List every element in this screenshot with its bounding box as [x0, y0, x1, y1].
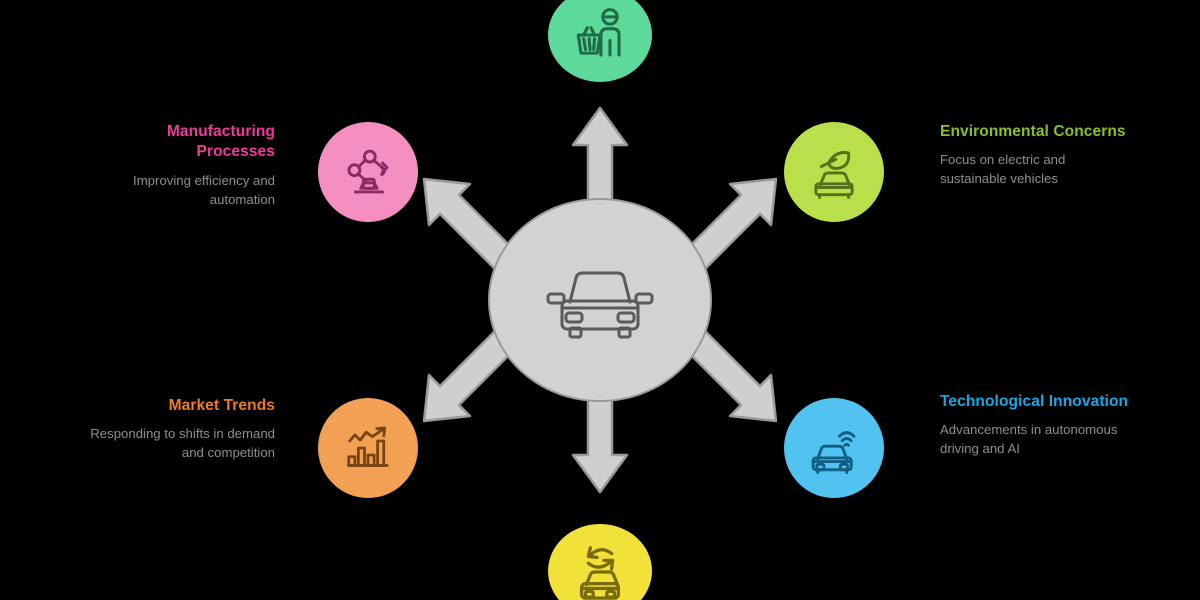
label-technological-innovation: Technological Innovation Advancements in… [940, 392, 1130, 459]
shopper-basket-icon [576, 8, 621, 57]
label-environmental-concerns: Environmental Concerns Focus on electric… [940, 122, 1130, 189]
label-description: Advancements in autonomous driving and A… [940, 422, 1118, 457]
label-description: Focus on electric and sustainable vehicl… [940, 152, 1066, 187]
connected-car-signal-icon [811, 431, 856, 474]
robotic-arm-icon [347, 149, 389, 194]
node-supply-chain[interactable] [548, 524, 652, 600]
label-title: Market Trends [168, 397, 275, 414]
node-market-trends[interactable] [318, 398, 418, 498]
label-title: Environmental Concerns [940, 123, 1126, 140]
node-manufacturing-processes[interactable] [318, 122, 418, 222]
bar-chart-trend-icon [347, 426, 389, 467]
node-consumer-demand[interactable] [548, 0, 652, 82]
label-description: Improving efficiency and automation [133, 172, 275, 207]
label-manufacturing-processes: Manufacturing Processes Improving effici… [85, 122, 275, 209]
node-environmental-concerns[interactable] [784, 122, 884, 222]
car-front-icon [546, 271, 654, 339]
node-technological-innovation[interactable] [784, 398, 884, 498]
label-description: Responding to shifts in demand and compe… [90, 426, 275, 461]
eco-leaf-car-icon [814, 151, 854, 199]
label-title: Manufacturing Processes [166, 123, 275, 161]
label-market-trends: Market Trends Responding to shifts in de… [85, 396, 275, 463]
car-recycle-arrows-icon [579, 546, 621, 600]
label-title: Technological Innovation [940, 393, 1129, 410]
center-hub[interactable] [490, 200, 710, 400]
